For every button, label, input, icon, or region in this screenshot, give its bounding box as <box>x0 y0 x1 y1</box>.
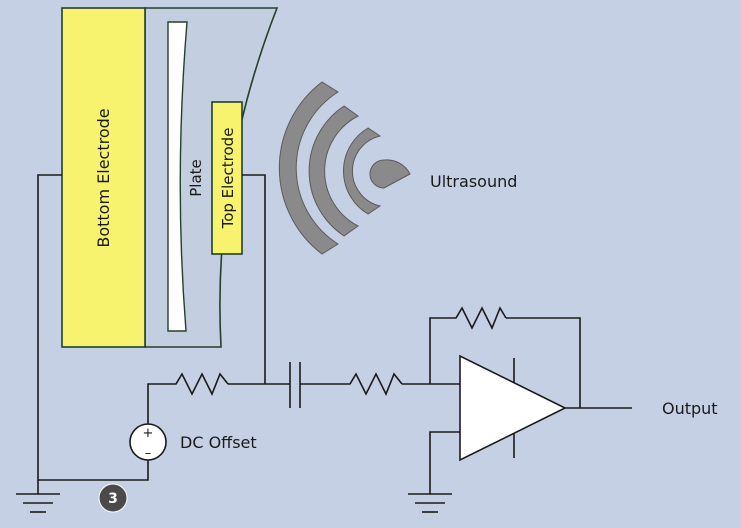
wire-noninverting-to-ground <box>429 431 460 494</box>
voltage-source-minus: – <box>145 446 152 461</box>
dc-voltage-source-icon: + – <box>129 423 167 461</box>
bias-resistor-icon <box>170 372 229 396</box>
ground-icon <box>16 480 60 513</box>
wire-top-electrode-to-junction <box>242 174 266 384</box>
wave-arc-2 <box>308 105 359 237</box>
ultrasound-waves-icon <box>278 81 411 255</box>
ultrasound-label: Ultrasound <box>430 172 517 191</box>
ground-icon <box>408 493 452 513</box>
bottom-electrode <box>61 7 146 348</box>
bottom-electrode-label: Bottom Electrode <box>94 108 113 247</box>
plate-label: Plate <box>187 159 205 197</box>
wire-feedback-right <box>506 317 581 408</box>
transducer: Bottom Electrode Plate Top Electrode <box>61 7 279 348</box>
badge-circle <box>98 483 128 513</box>
voltage-source-plus: + <box>143 426 154 441</box>
top-electrode-label: Top Electrode <box>219 128 237 230</box>
capacitor-icon <box>289 362 301 408</box>
top-electrode <box>211 101 243 255</box>
transducer-plate-body <box>144 7 279 348</box>
badge-number: 3 <box>108 491 118 507</box>
feedback-resistor-icon <box>450 306 507 330</box>
wire-feedback-left <box>429 317 450 384</box>
wave-wedge <box>369 159 411 189</box>
wave-arc-1 <box>343 127 382 215</box>
wave-arc-3 <box>278 81 339 255</box>
plate-inner-sliver <box>167 21 188 332</box>
figure-number-badge: 3 <box>98 483 128 513</box>
voltage-source-circle <box>129 423 167 461</box>
op-amp-icon <box>459 354 567 462</box>
dc-offset-label: DC Offset <box>180 433 257 452</box>
output-label: Output <box>662 399 718 418</box>
input-resistor-icon <box>344 372 403 396</box>
wire-source-to-bias-resistor <box>147 383 170 424</box>
